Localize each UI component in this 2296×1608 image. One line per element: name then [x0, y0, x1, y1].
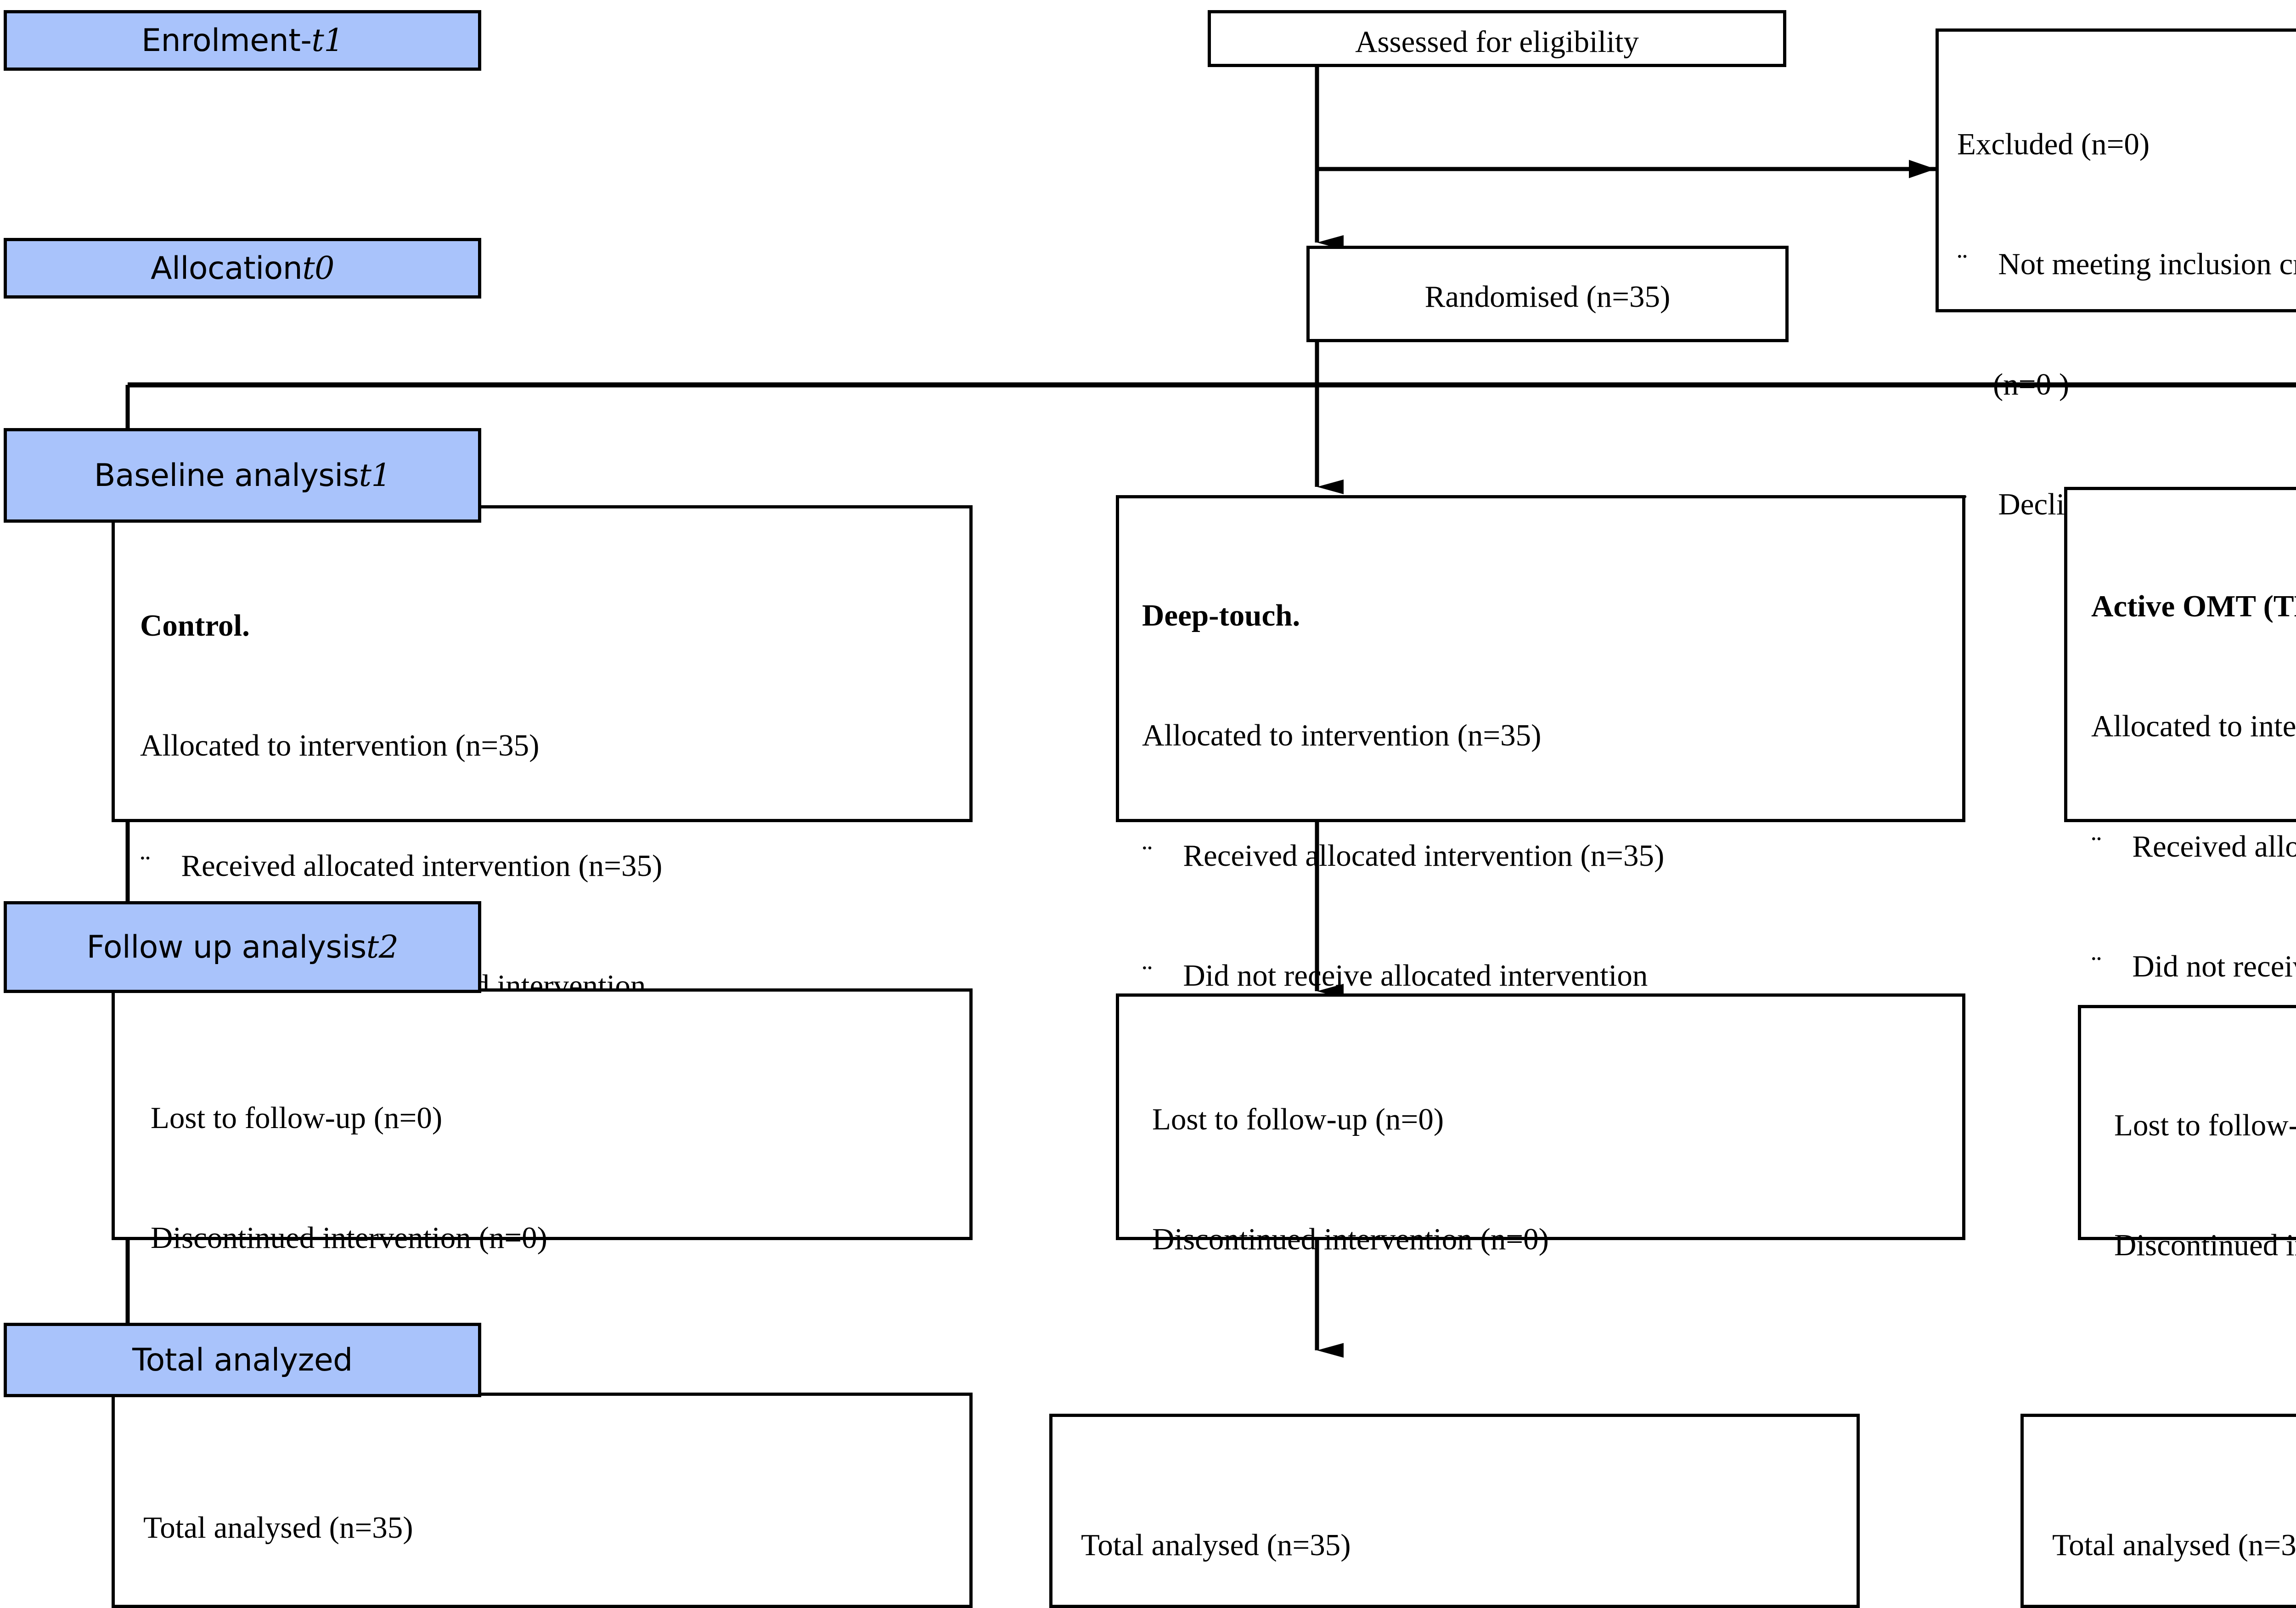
control-allocated-line: Allocated to intervention (n=35): [140, 728, 540, 763]
stage-label-baseline-timepoint: t1: [359, 457, 391, 494]
bullet-glyph: ¨: [1957, 247, 1998, 282]
stage-label-follow-up-analysis: Follow up analysis t2: [4, 901, 481, 993]
deeptouch-alloc-item-0: ¨ Received allocated intervention (n=35): [1142, 836, 1664, 876]
control-analysis-box: Total analysed (n=35) ¨ Excluded from an…: [112, 1393, 973, 1608]
control-allocation-box: Control. Allocated to intervention (n=35…: [112, 505, 973, 1123]
activeomt-discontinued-line: Discontinued intervention (n=0): [2114, 1228, 2296, 1263]
activeomt-allocated-line: Allocated to intervention (n=35): [2091, 709, 2296, 744]
stage-label-enrolment: Enrolment-t1: [4, 10, 481, 71]
randomised-label: Randomised (n=35): [1424, 280, 1671, 314]
deeptouch-followup-box: Lost to follow-up (n=0) Discontinued int…: [1116, 993, 1965, 1256]
activeomt-followup-content: Lost to follow-up (n=0) Discontinued int…: [2114, 1026, 2296, 1346]
assessed-label: Assessed for eligibility: [1355, 25, 1639, 59]
deeptouch-arm-title: Deep-touch.: [1142, 598, 1300, 633]
control-followup-content: Lost to follow-up (n=0) Discontinued int…: [151, 1018, 547, 1338]
deeptouch-followup-content: Lost to follow-up (n=0) Discontinued int…: [1152, 1020, 1549, 1340]
excluded-item-0: ¨ Not meeting inclusion criteria: [1957, 244, 2296, 284]
stage-label-total-analyzed-text: Total analyzed: [132, 1342, 353, 1378]
activeomt-total-analysed-line: Total analysed (n=35): [2052, 1528, 2296, 1563]
deeptouch-analysis-box: Total analysed (n=35) ¨ Excluded from an…: [1049, 1414, 1860, 1608]
deeptouch-alloc-item-1: ¨ Did not receive allocated intervention: [1142, 956, 1664, 996]
control-discontinued-line: Discontinued intervention (n=0): [151, 1221, 547, 1255]
stage-label-followup-text: Follow up analysis: [86, 929, 367, 965]
excluded-box: Excluded (n=0) ¨ Not meeting inclusion c…: [1936, 28, 2296, 521]
activeomt-alloc-item-1-text: Did not receive allocated intervention: [2132, 949, 2296, 984]
bullet-glyph: ¨: [1142, 959, 1183, 993]
stage-label-allocation-text: Allocation: [151, 250, 303, 287]
stage-label-baseline-text: Baseline analysis: [94, 457, 359, 494]
deeptouch-total-analysed-line: Total analysed (n=35): [1081, 1528, 1351, 1563]
activeomt-arm-title: Active OMT (TMJ mobilization).: [2091, 589, 2296, 624]
activeomt-lost-line: Lost to follow-up (n=0): [2114, 1108, 2296, 1143]
stage-label-enrolment-text: Enrolment-: [141, 22, 312, 59]
activeomt-alloc-item-0: ¨ Received allocated intervention (n=35): [2091, 827, 2296, 867]
stage-label-baseline-analysis: Baseline analysis t1: [4, 428, 481, 523]
bullet-glyph: ¨: [140, 848, 181, 883]
control-alloc-item-0: ¨ Received allocated intervention (n=35): [140, 846, 662, 886]
deeptouch-lost-line: Lost to follow-up (n=0): [1152, 1102, 1444, 1137]
activeomt-followup-box: Lost to follow-up (n=0) Discontinued int…: [2078, 1005, 2296, 1262]
control-analysis-content: Total analysed (n=35) ¨ Excluded from an…: [143, 1428, 551, 1608]
stage-label-allocation: Allocation t0: [4, 238, 481, 299]
control-lost-line: Lost to follow-up (n=0): [151, 1101, 443, 1135]
stage-label-total-analyzed: Total analyzed: [4, 1323, 481, 1397]
activeomt-allocation-content: Active OMT (TMJ mobilization). Allocated…: [2091, 507, 2296, 1187]
deeptouch-allocated-line: Allocated to intervention (n=35): [1142, 718, 1542, 753]
stage-label-followup-timepoint: t2: [366, 929, 399, 965]
bullet-glyph: ¨: [2091, 949, 2133, 984]
excluded-item-0-text: Not meeting inclusion criteria: [1998, 247, 2296, 282]
deeptouch-analysis-content: Total analysed (n=35) ¨ Excluded from an…: [1081, 1445, 1489, 1608]
control-alloc-item-0-text: Received allocated intervention (n=35): [181, 848, 663, 883]
bullet-glyph: ¨: [1142, 838, 1183, 873]
bullet-glyph: ¨: [2091, 829, 2133, 863]
stage-label-allocation-timepoint: t0: [302, 250, 334, 287]
activeomt-analysis-content: Total analysed (n=35) ¨ Excluded from an…: [2052, 1445, 2296, 1608]
excluded-heading: Excluded (n=0): [1957, 127, 2150, 162]
control-arm-title: Control.: [140, 609, 250, 643]
control-total-analysed-line: Total analysed (n=35): [143, 1511, 413, 1545]
assessed-for-eligibility-box: Assessed for eligibility: [1208, 10, 1786, 67]
control-followup-box: Lost to follow-up (n=0) Discontinued int…: [112, 988, 973, 1255]
deeptouch-allocation-box: Deep-touch. Allocated to intervention (n…: [1116, 495, 1965, 1112]
excluded-item-0-cont: (n=0 ): [1993, 367, 2070, 401]
stage-label-enrolment-timepoint: t1: [311, 22, 343, 59]
randomised-box: Randomised (n=35): [1306, 246, 1789, 342]
activeomt-alloc-item-1: ¨ Did not receive allocated intervention: [2091, 947, 2296, 987]
activeomt-alloc-item-0-text: Received allocated intervention (n=35): [2132, 829, 2296, 863]
deeptouch-discontinued-line: Discontinued intervention (n=0): [1152, 1222, 1549, 1257]
activeomt-allocation-box: Active OMT (TMJ mobilization). Allocated…: [2064, 487, 2296, 1103]
deeptouch-alloc-item-1-text: Did not receive allocated intervention: [1183, 959, 1648, 993]
activeomt-analysis-box: Total analysed (n=35) ¨ Excluded from an…: [2020, 1414, 2296, 1608]
deeptouch-alloc-item-0-text: Received allocated intervention (n=35): [1183, 838, 1665, 873]
